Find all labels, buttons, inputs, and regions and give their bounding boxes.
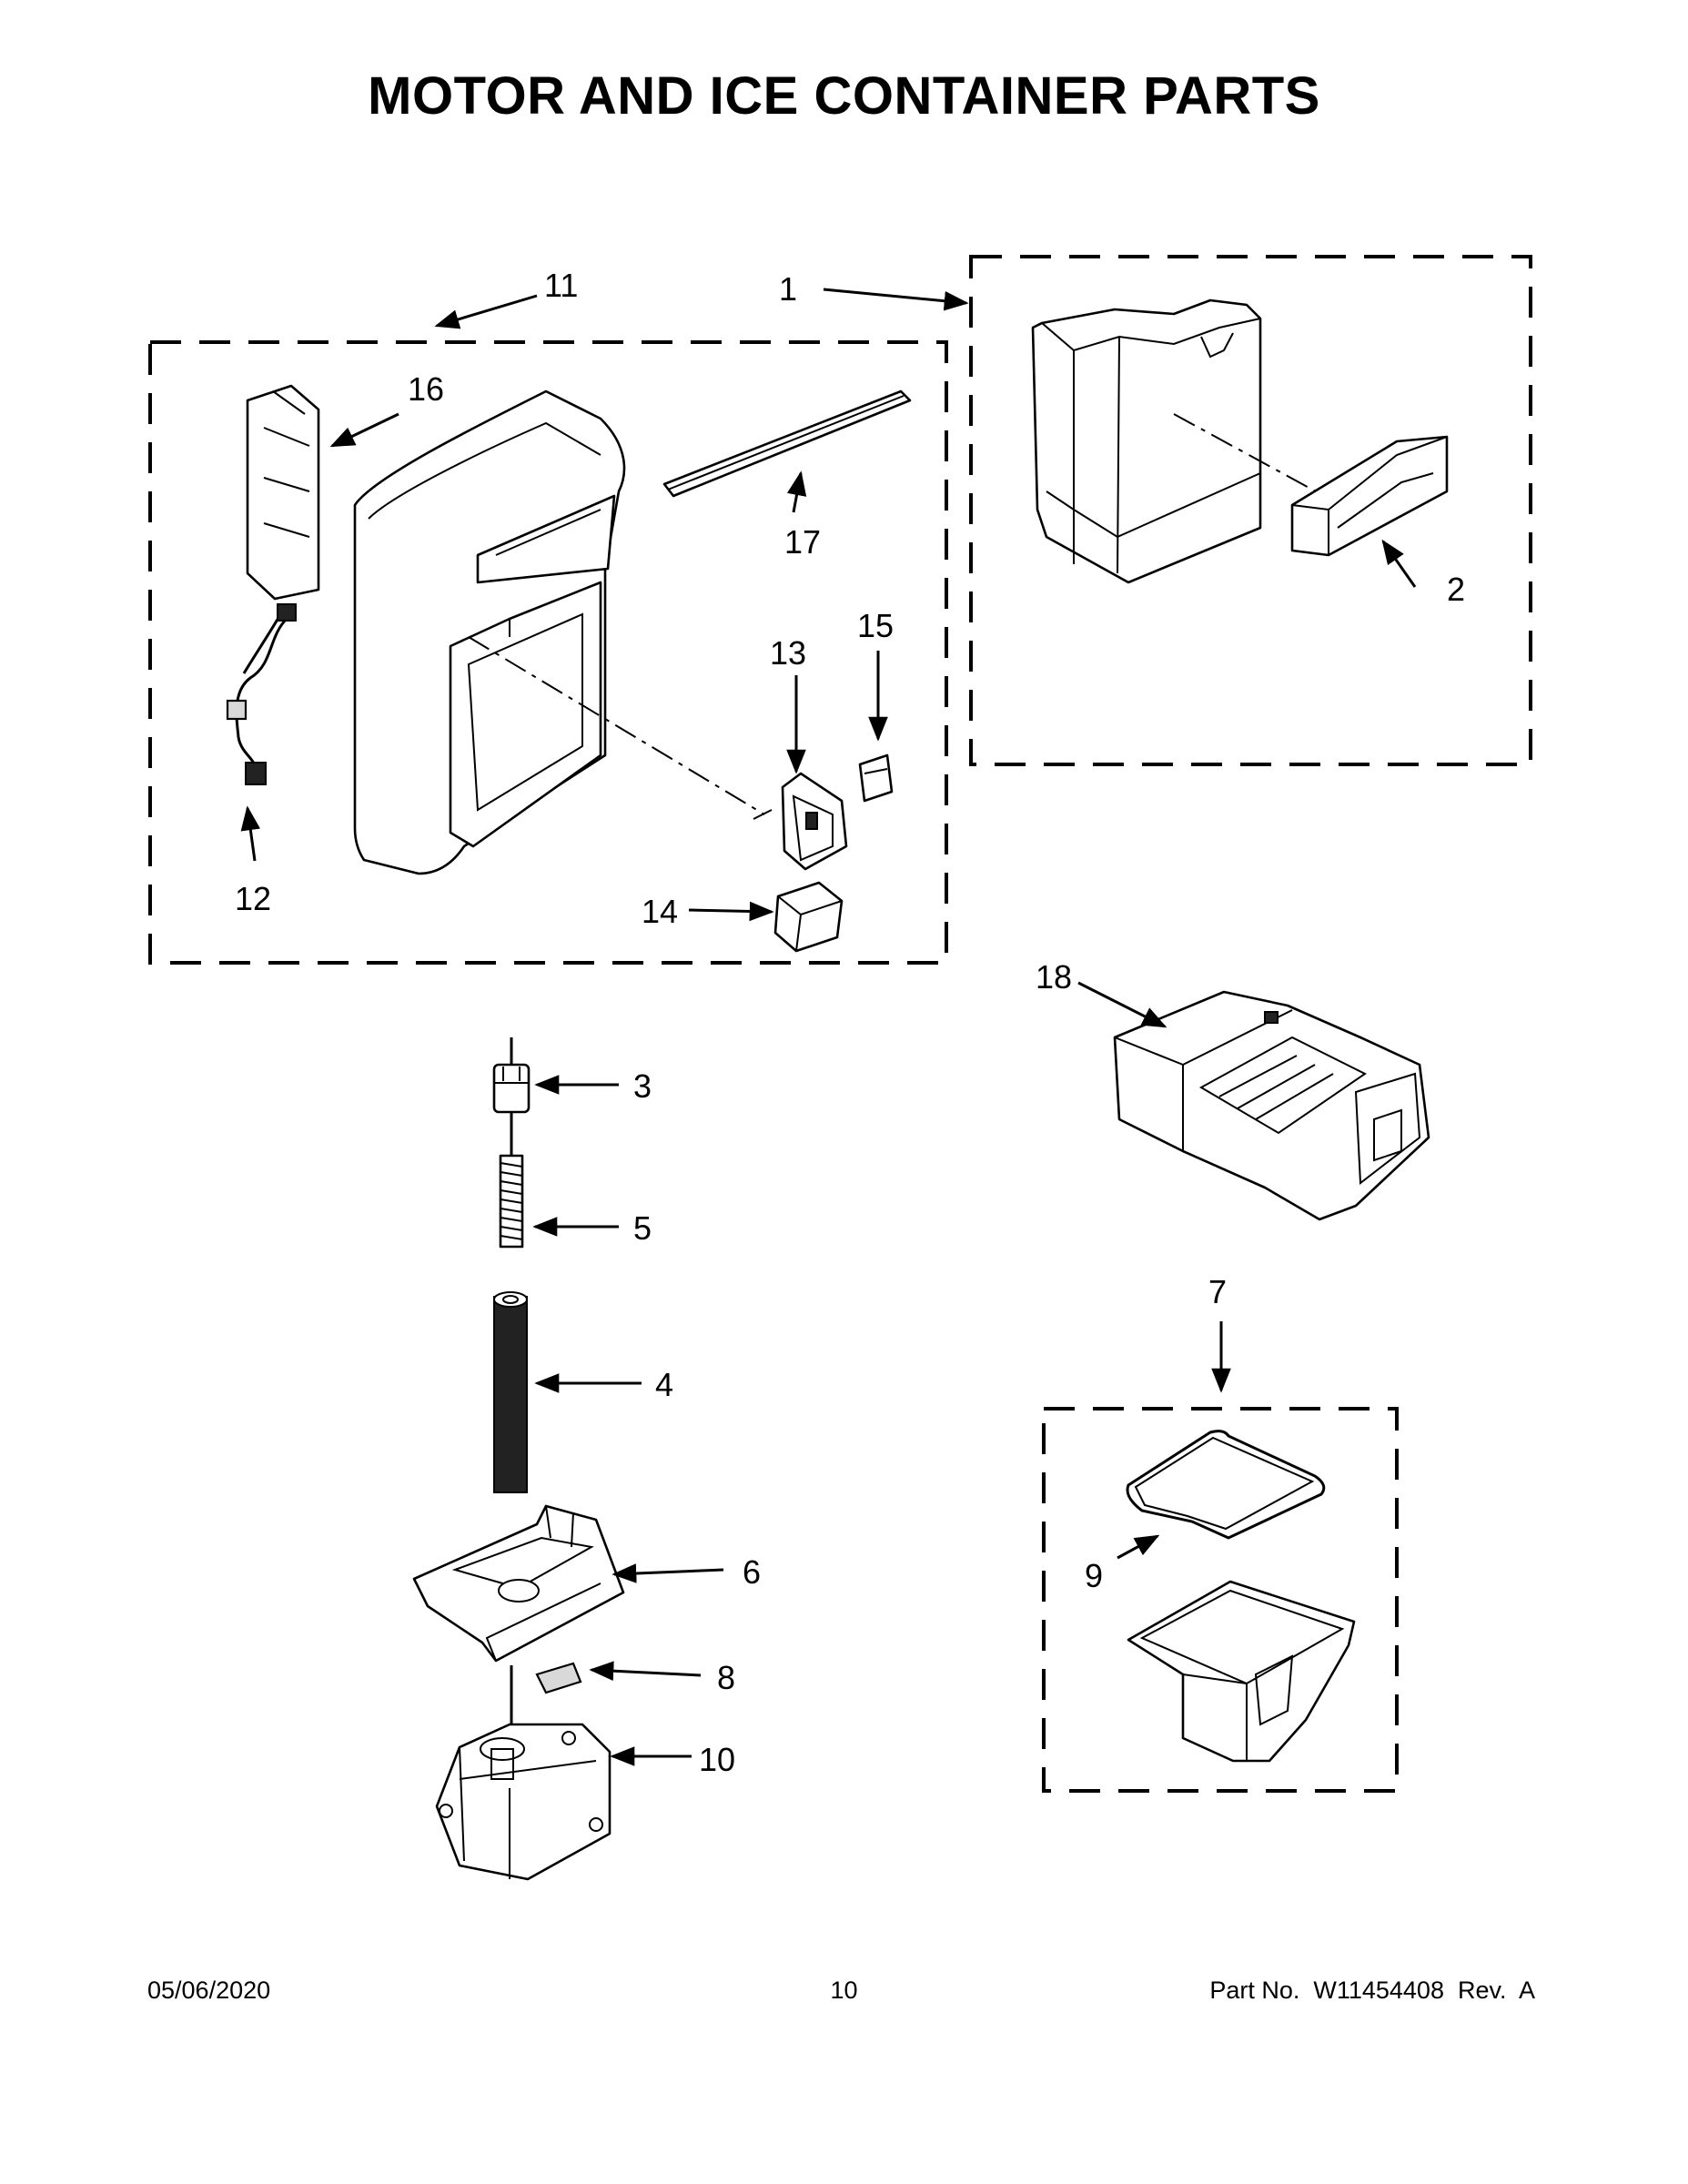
part-8-insert bbox=[535, 1662, 582, 1694]
leader-lines bbox=[240, 288, 1417, 1766]
callout-15: 15 bbox=[857, 607, 894, 644]
part-1-ice-bin bbox=[1031, 298, 1262, 584]
part-3-coupler bbox=[492, 1063, 531, 1156]
part-15-switch bbox=[858, 753, 894, 803]
part-18-icemaker bbox=[1113, 990, 1430, 1221]
callout-17: 17 bbox=[784, 523, 821, 561]
callout-7: 7 bbox=[1208, 1273, 1227, 1310]
part-7-container bbox=[1127, 1580, 1356, 1763]
part-16-panel bbox=[246, 384, 320, 601]
callout-13: 13 bbox=[770, 634, 806, 672]
part-11-housing bbox=[353, 389, 626, 875]
group-box-7 bbox=[1042, 1407, 1399, 1793]
callout-4: 4 bbox=[655, 1366, 673, 1403]
callout-9: 9 bbox=[1085, 1557, 1103, 1594]
part-2-front-cover bbox=[1290, 435, 1449, 557]
part-12-wire-harness bbox=[226, 603, 297, 785]
callout-labels: 11 1 16 17 2 13 15 14 12 18 3 5 4 6 8 10… bbox=[235, 267, 1465, 1778]
callout-16: 16 bbox=[408, 370, 444, 408]
part-10-gear-motor bbox=[435, 1665, 612, 1881]
callout-10: 10 bbox=[699, 1741, 735, 1778]
part-6-mount bbox=[412, 1504, 625, 1663]
callout-18: 18 bbox=[1036, 958, 1072, 996]
group-box-11 bbox=[148, 340, 948, 965]
group-box-1 bbox=[969, 255, 1532, 766]
part-13-bracket bbox=[781, 772, 848, 871]
part-14-motor bbox=[773, 881, 844, 953]
callout-11: 11 bbox=[544, 267, 578, 304]
callout-14: 14 bbox=[642, 893, 678, 930]
callout-6: 6 bbox=[743, 1553, 761, 1591]
part-9-gasket bbox=[1126, 1430, 1326, 1540]
callout-5: 5 bbox=[633, 1209, 652, 1247]
part-17-strip bbox=[662, 389, 912, 498]
part-5-spring bbox=[499, 1154, 524, 1249]
callout-2: 2 bbox=[1447, 571, 1465, 608]
callout-3: 3 bbox=[633, 1067, 652, 1105]
page-title: MOTOR AND ICE CONTAINER PARTS bbox=[368, 66, 1320, 126]
callout-8: 8 bbox=[717, 1659, 735, 1696]
footer-date: 05/06/2020 bbox=[147, 1977, 271, 2004]
footer-page-number: 10 bbox=[830, 1977, 858, 2004]
part-4-shaft bbox=[493, 1291, 528, 1493]
callout-1: 1 bbox=[779, 270, 797, 308]
callout-12: 12 bbox=[235, 880, 271, 917]
footer-part-number: Part No. W11454408 Rev. A bbox=[1209, 1977, 1535, 2004]
